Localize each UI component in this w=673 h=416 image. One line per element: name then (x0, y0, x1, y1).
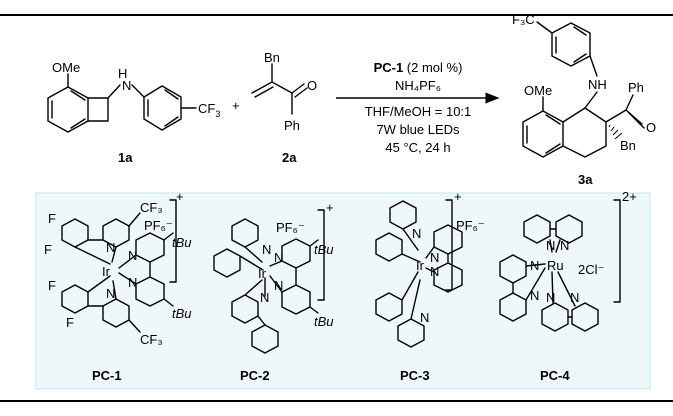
ome-label: OMe (52, 60, 80, 75)
product-f3c-label: F₃C (512, 12, 535, 27)
pc1-tbu-bottom: tBu (172, 306, 192, 321)
pc4-n-left-2: N (530, 288, 539, 303)
product-ph-label: Ph (628, 80, 644, 95)
pc1-n-bpy-1: N (128, 248, 137, 263)
pc4-n-top-2: N (560, 238, 569, 253)
compound-2a-label: 2a (282, 150, 297, 165)
pc4-n-left-1: N (530, 258, 539, 273)
pc2-structure (213, 209, 325, 354)
plus-sign: + (232, 98, 240, 113)
pc3-n-bpy-1: N (430, 250, 439, 265)
product-ome-label: OMe (524, 83, 552, 98)
pc2-metal: Ir (258, 266, 267, 281)
pc4-label: PC-4 (540, 368, 570, 383)
pc2-label: PC-2 (240, 368, 270, 383)
pc4-charge: 2+ (622, 189, 637, 204)
pc4-counterion: 2Cl⁻ (578, 262, 604, 277)
product-hashed-bond (608, 124, 623, 140)
cf3-label: CF3 (198, 101, 220, 119)
pc1-f-2: F (44, 242, 52, 257)
pc1-f-3: F (48, 278, 56, 293)
pc4-n-bottom-2: N (570, 290, 579, 305)
product-nh-label: NH (588, 77, 607, 92)
condition-line-4: 7W blue LEDs (376, 122, 460, 137)
carbonyl-o-label: O (307, 78, 317, 93)
pc2-tbu-bottom: tBu (314, 314, 334, 329)
pc2-n-bpy-1: N (274, 250, 283, 265)
product-o-label: O (646, 120, 656, 135)
pc3-n-upper: N (412, 226, 421, 241)
pc2-n-bpy-2: N (274, 278, 283, 293)
nh-h-label: H (118, 66, 127, 81)
condition-line-1: PC-1 (2 mol %) (374, 60, 463, 75)
pc1-n-lower: N (106, 286, 115, 301)
pc1-n-bpy-2: N (128, 275, 137, 290)
pc3-charge: + (454, 189, 462, 204)
pc1-n-upper: N (106, 240, 115, 255)
condition-line-5: 45 °C, 24 h (385, 140, 450, 155)
pc3-label: PC-3 (400, 368, 430, 383)
pc1-f-4: F (66, 315, 74, 330)
pc1-label: PC-1 (92, 368, 122, 383)
condition-line-3: THF/MeOH = 10:1 (365, 104, 472, 119)
bottom-rule (0, 400, 673, 402)
pc1-cf3-top: CF₃ (140, 200, 163, 215)
nh-n-label: N (122, 78, 131, 93)
catalyst-panel (35, 192, 651, 390)
pc3-counterion: PF₆⁻ (456, 218, 485, 233)
pc1-structure (61, 199, 177, 333)
pc1-cf3-bottom: CF₃ (140, 332, 163, 347)
substrate-2a-structure (251, 63, 308, 115)
pc3-n-bpy-2: N (430, 264, 439, 279)
pc4-n-top-1: N (546, 238, 555, 253)
product-bn-label: Bn (620, 138, 636, 153)
pc4-metal: Ru (547, 258, 564, 273)
bn-label: Bn (264, 50, 280, 65)
substrate-1a-structure (47, 73, 197, 133)
pc3-metal: Ir (416, 258, 425, 273)
pc3-n-lower: N (420, 310, 429, 325)
compound-1a-label: 1a (118, 150, 133, 165)
product-3a-structure (522, 21, 645, 158)
ph-label: Ph (284, 118, 300, 133)
pc1-tbu-top: tBu (172, 235, 192, 250)
pc1-charge: + (176, 189, 184, 204)
pc1-metal: Ir (102, 264, 111, 279)
pc2-charge: + (326, 200, 334, 215)
compound-3a-label: 3a (578, 172, 593, 187)
pc2-counterion: PF₆⁻ (276, 220, 305, 235)
pc2-n-upper: N (262, 242, 271, 257)
pc1-f-1: F (48, 211, 56, 226)
pc3-structure (375, 199, 463, 348)
pc1-counterion: PF₆⁻ (144, 218, 173, 233)
pc2-n-lower: N (260, 290, 269, 305)
top-rule (0, 14, 673, 16)
condition-line-2: NH₄PF₆ (395, 78, 441, 93)
pc4-n-bottom-1: N (546, 290, 555, 305)
pc4-structure (499, 199, 621, 332)
pc2-tbu-top: tBu (314, 242, 334, 257)
